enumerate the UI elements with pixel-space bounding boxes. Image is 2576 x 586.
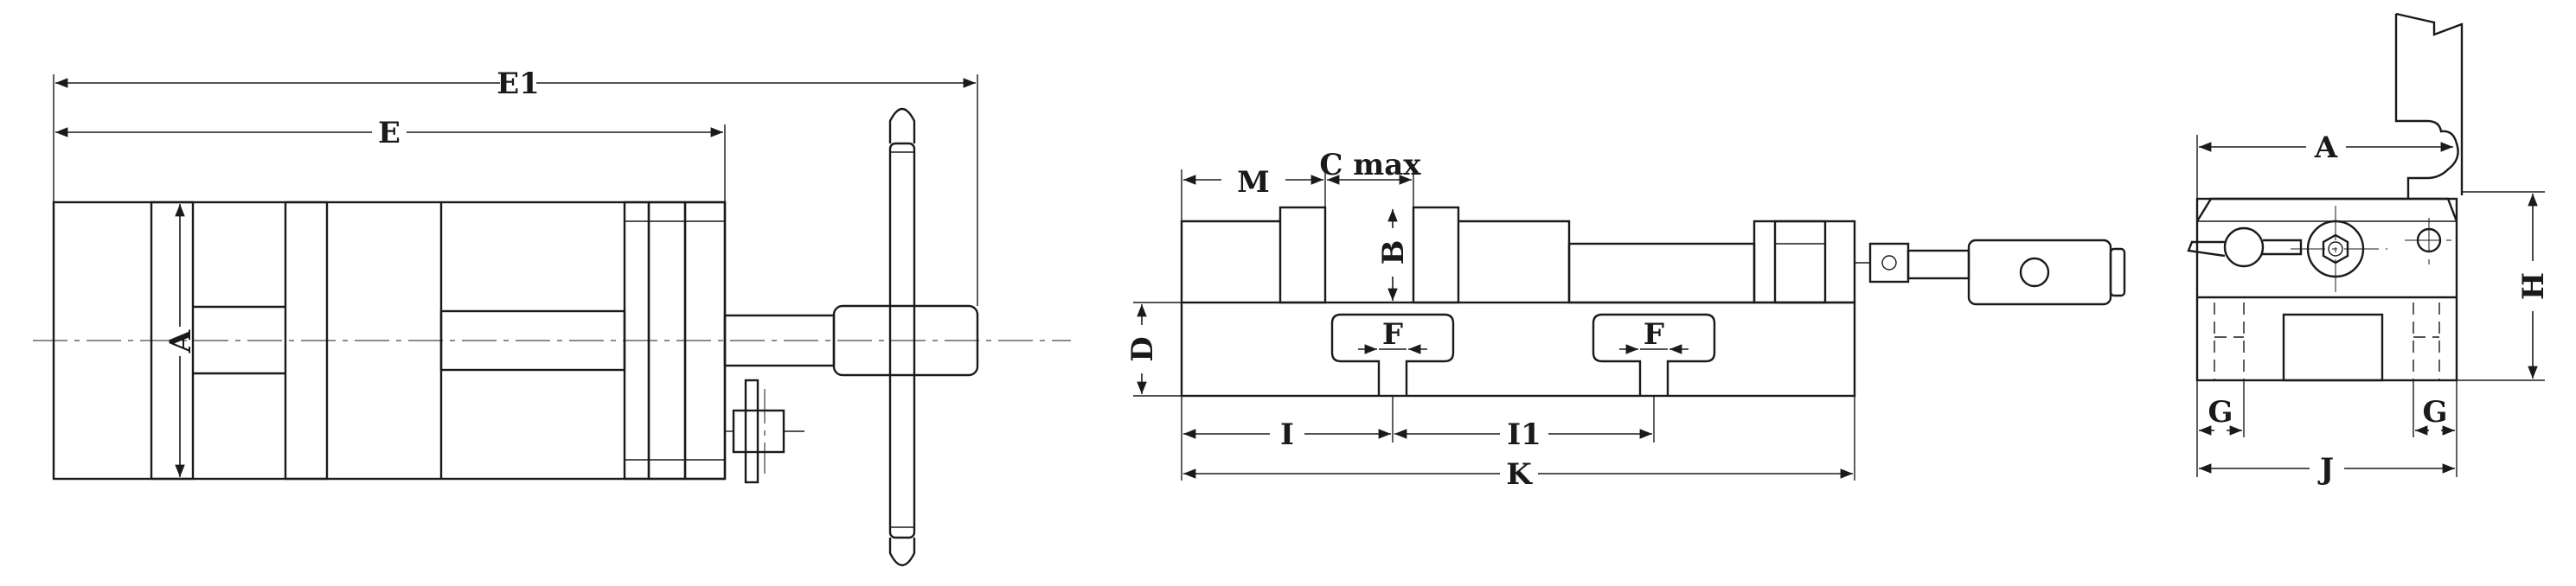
label-f-right: F bbox=[1644, 317, 1664, 352]
label-g-left: G bbox=[2208, 395, 2233, 430]
front-knurled-handle bbox=[1967, 239, 2112, 306]
label-a-side: A bbox=[2314, 131, 2338, 165]
label-e: E bbox=[378, 116, 400, 150]
label-d: D bbox=[1125, 336, 1160, 361]
label-h: H bbox=[2516, 272, 2551, 300]
front-base bbox=[1180, 301, 1856, 398]
label-j: J bbox=[2317, 452, 2334, 487]
label-a-top: A bbox=[163, 329, 198, 354]
front-handle-hole bbox=[2019, 257, 2050, 288]
label-f-left: F bbox=[1382, 317, 1403, 352]
side-jaw-plate bbox=[2394, 14, 2459, 199]
front-view: M C max B D F F I I1 bbox=[1125, 148, 2126, 492]
t-slot-right bbox=[1602, 313, 1716, 396]
side-view: A H G G J bbox=[2187, 12, 2551, 487]
side-base-slot bbox=[2282, 313, 2384, 382]
front-moving-jaw bbox=[1412, 206, 1460, 304]
label-g-right: G bbox=[2422, 395, 2447, 430]
lock-knob-stem bbox=[744, 379, 759, 484]
handle-knob-bottom bbox=[888, 538, 916, 567]
front-screw bbox=[1567, 242, 1756, 304]
label-c-max: C max bbox=[1319, 148, 1421, 182]
label-b: B bbox=[1376, 240, 1411, 265]
label-k: K bbox=[1506, 457, 1533, 492]
front-fixed-jaw bbox=[1278, 206, 1327, 304]
top-view: E1 E A bbox=[33, 67, 1071, 567]
side-lever-knob bbox=[2223, 226, 2265, 268]
label-i: I bbox=[1280, 417, 1294, 452]
label-e1: E1 bbox=[497, 67, 540, 101]
label-m: M bbox=[1237, 165, 1270, 200]
front-lock-square bbox=[1868, 242, 1910, 283]
handle-knob-top bbox=[888, 107, 916, 143]
label-i1: I1 bbox=[1507, 417, 1541, 452]
t-slot-left bbox=[1341, 313, 1455, 396]
side-body bbox=[2195, 197, 2458, 382]
